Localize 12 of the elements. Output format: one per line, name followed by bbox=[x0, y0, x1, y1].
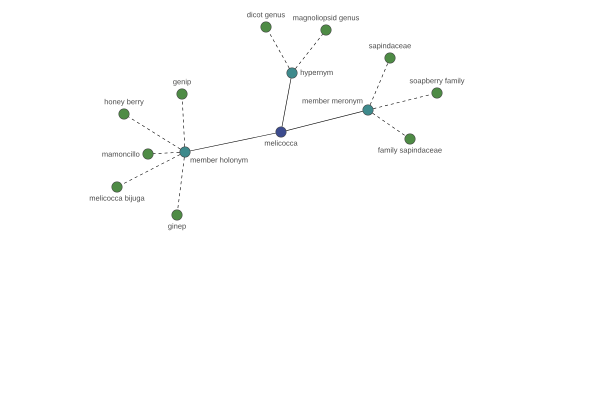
connector-line bbox=[128, 116, 181, 150]
connector-line bbox=[282, 78, 292, 127]
connector-line bbox=[295, 34, 323, 69]
connector-line bbox=[372, 112, 406, 136]
connector-line bbox=[182, 99, 186, 147]
connector-line bbox=[122, 154, 180, 185]
connector-line bbox=[286, 111, 363, 131]
connector-line bbox=[190, 132, 276, 152]
connector-line bbox=[370, 62, 388, 106]
connector-line bbox=[177, 157, 185, 210]
connector-line bbox=[153, 152, 180, 154]
connector-line bbox=[268, 32, 290, 69]
